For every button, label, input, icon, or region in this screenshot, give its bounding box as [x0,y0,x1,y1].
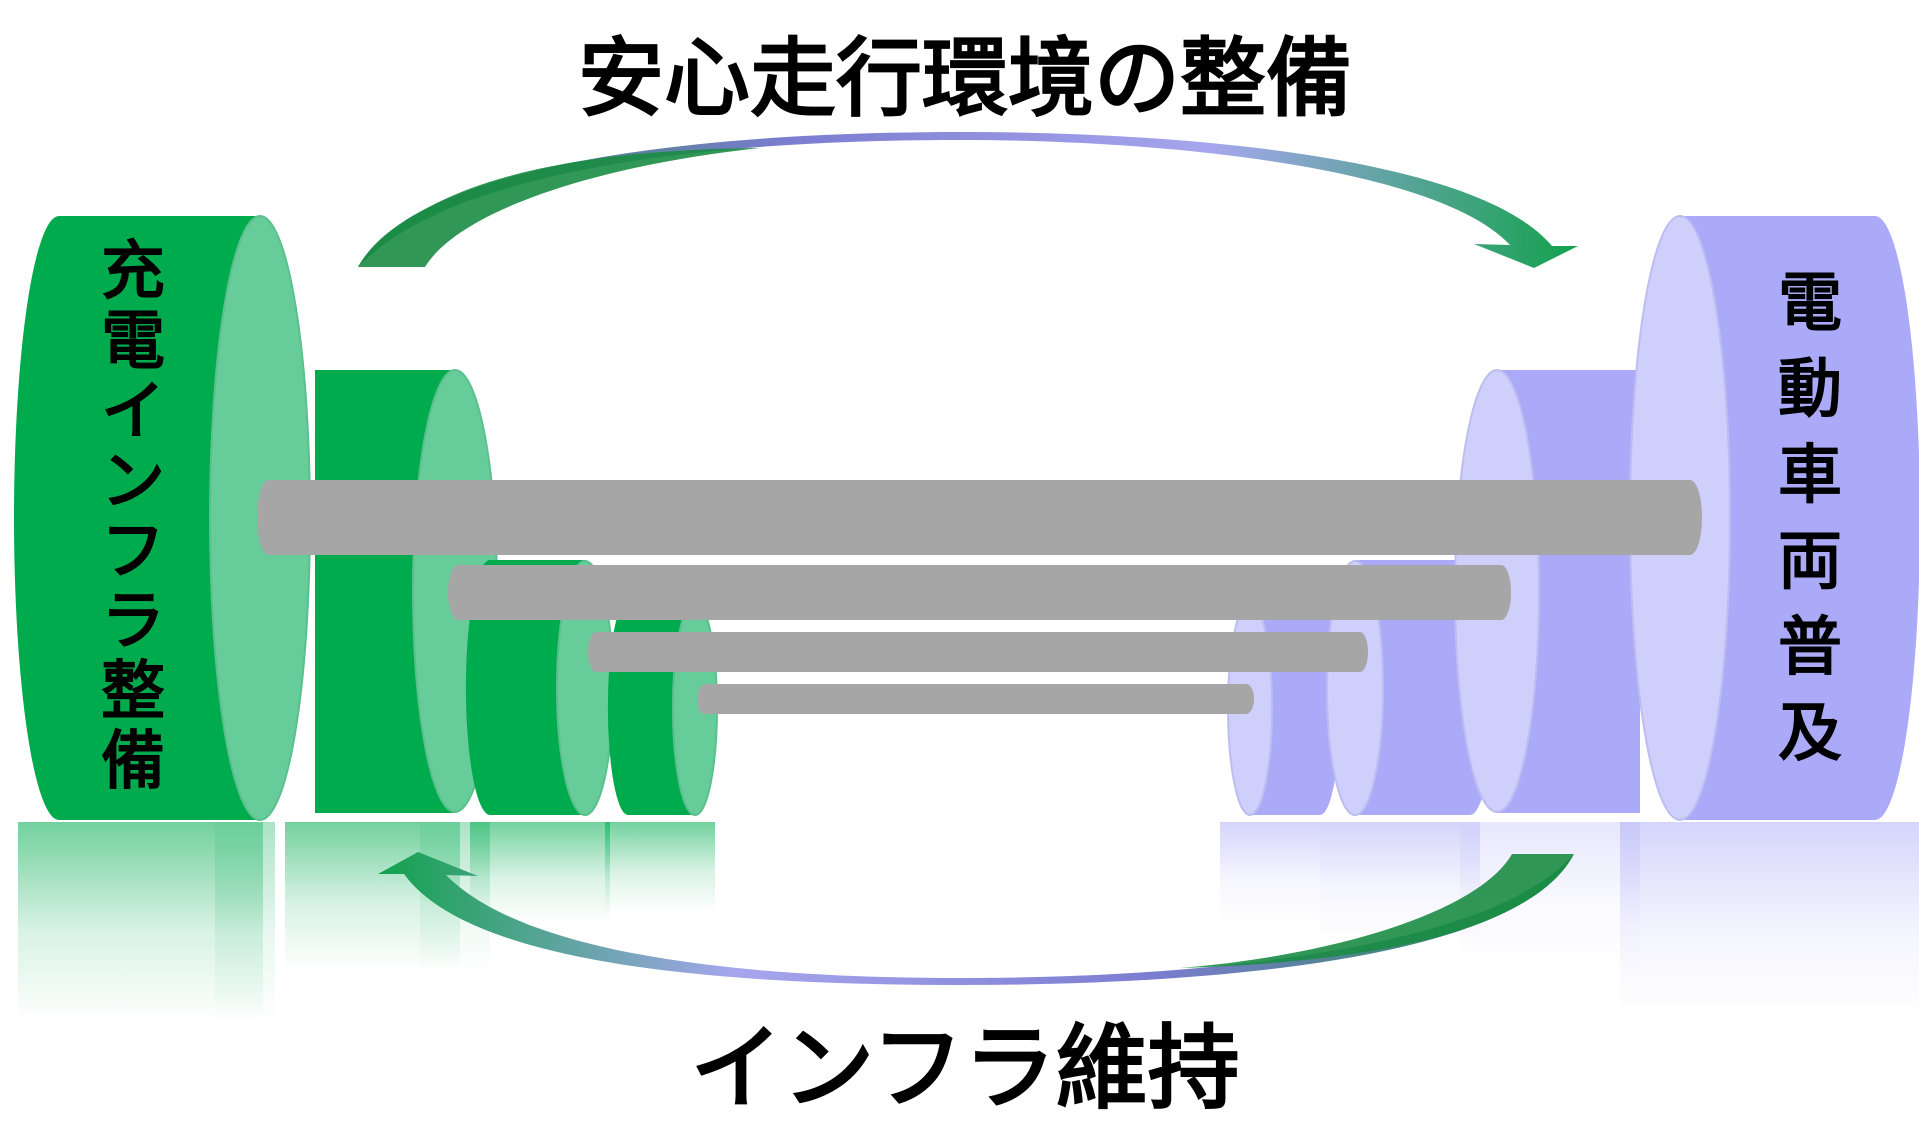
left-label-char: 充 [101,235,165,309]
right-label-char: 動 [1778,353,1842,427]
right-label-char: 及 [1778,697,1842,771]
right-label-char: 普 [1778,611,1842,685]
top-caption: 安心走行環境の整備 [578,29,1352,129]
bottom-cycle-arrow [378,852,1574,985]
bar-4 [697,684,1254,714]
reflection-group [18,822,1919,1022]
left-label-char: ラ [101,585,165,659]
left-label-char: イ [101,375,165,449]
bar-1 [257,480,1702,555]
right-label-char: 電 [1778,267,1842,341]
right-label-char: 両 [1778,525,1842,599]
bottom-caption: インフラ維持 [690,1015,1239,1122]
left-label-char: フ [101,515,165,589]
left-vertical-label: 充電インフラ整備 [88,240,178,794]
left-label-char: ン [101,445,165,519]
left-cylinder-3 [465,560,614,816]
right-vertical-label: 電動車両普及 [1765,272,1855,766]
top-cycle-arrow [358,132,1578,268]
right-label-char: 車 [1778,439,1842,513]
bar-3 [588,632,1368,672]
left-label-char: 整 [101,655,165,729]
left-label-char: 電 [101,305,165,379]
bar-group [257,480,1702,714]
bar-2 [448,565,1511,620]
left-label-char: 備 [101,725,165,799]
